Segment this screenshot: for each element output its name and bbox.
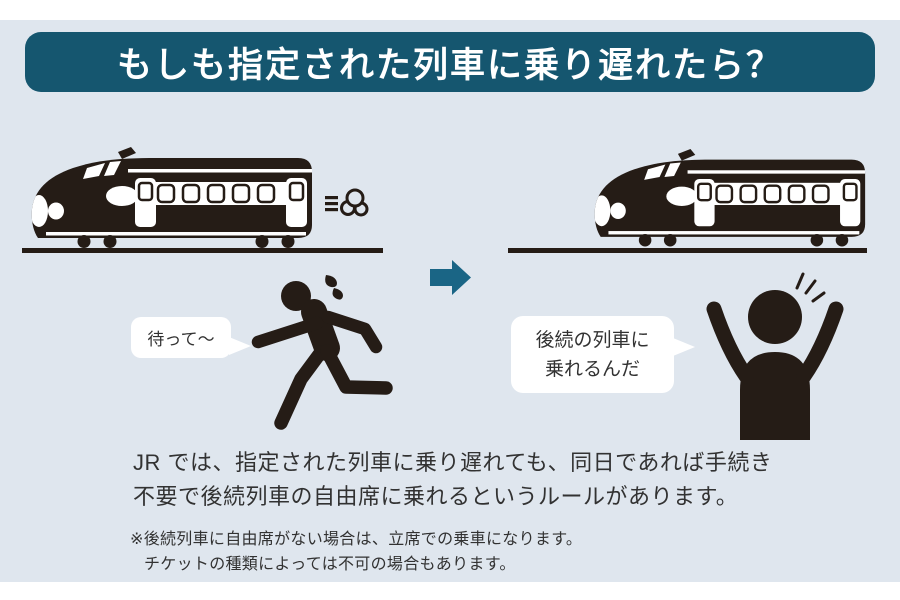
header-banner: もしも指定された列車に乗り遅れたら？	[25, 32, 875, 92]
speech-bubble-wait-text: 待って〜	[147, 330, 215, 349]
footnote-text: ※後続列車に自由席がない場合は、立席での乗車になります。 チケットの種類によって…	[130, 527, 690, 577]
explanation-line1: JR では、指定された列車に乗り遅れても、同日であれば手続き	[133, 450, 773, 475]
train-icon	[30, 147, 312, 248]
train-icon	[593, 149, 865, 246]
right-track-line	[508, 248, 867, 253]
speech-bubble-next-train-line1: 後続の列車に	[535, 329, 650, 351]
left-track-line	[22, 248, 383, 253]
speech-bubble-tail	[229, 337, 251, 355]
running-person-icon	[251, 275, 393, 430]
page-title: もしも指定された列車に乗り遅れたら？	[116, 45, 783, 85]
speech-bubble-tail	[673, 338, 695, 356]
footnote-line1: ※後続列車に自由席がない場合は、立席での乗車になります。	[130, 531, 583, 548]
speech-bubble-next-train: 後続の列車に 乗れるんだ	[511, 316, 695, 393]
explanation-line2: 不要で後続列車の自由席に乗れるというルールがあります。	[133, 484, 739, 509]
arrow-right-icon	[430, 260, 471, 295]
cheering-person-icon	[706, 272, 844, 440]
steam-puff-icon	[325, 188, 369, 217]
speech-bubble-next-train-line2: 乗れるんだ	[544, 358, 640, 380]
light-blue-panel	[0, 20, 900, 582]
footnote-line2: チケットの種類によっては不可の場合もあります。	[144, 556, 516, 573]
explanation-text: JR では、指定された列車に乗り遅れても、同日であれば手続き 不要で後続列車の自…	[133, 446, 793, 514]
speech-bubble-wait: 待って〜	[131, 317, 251, 358]
